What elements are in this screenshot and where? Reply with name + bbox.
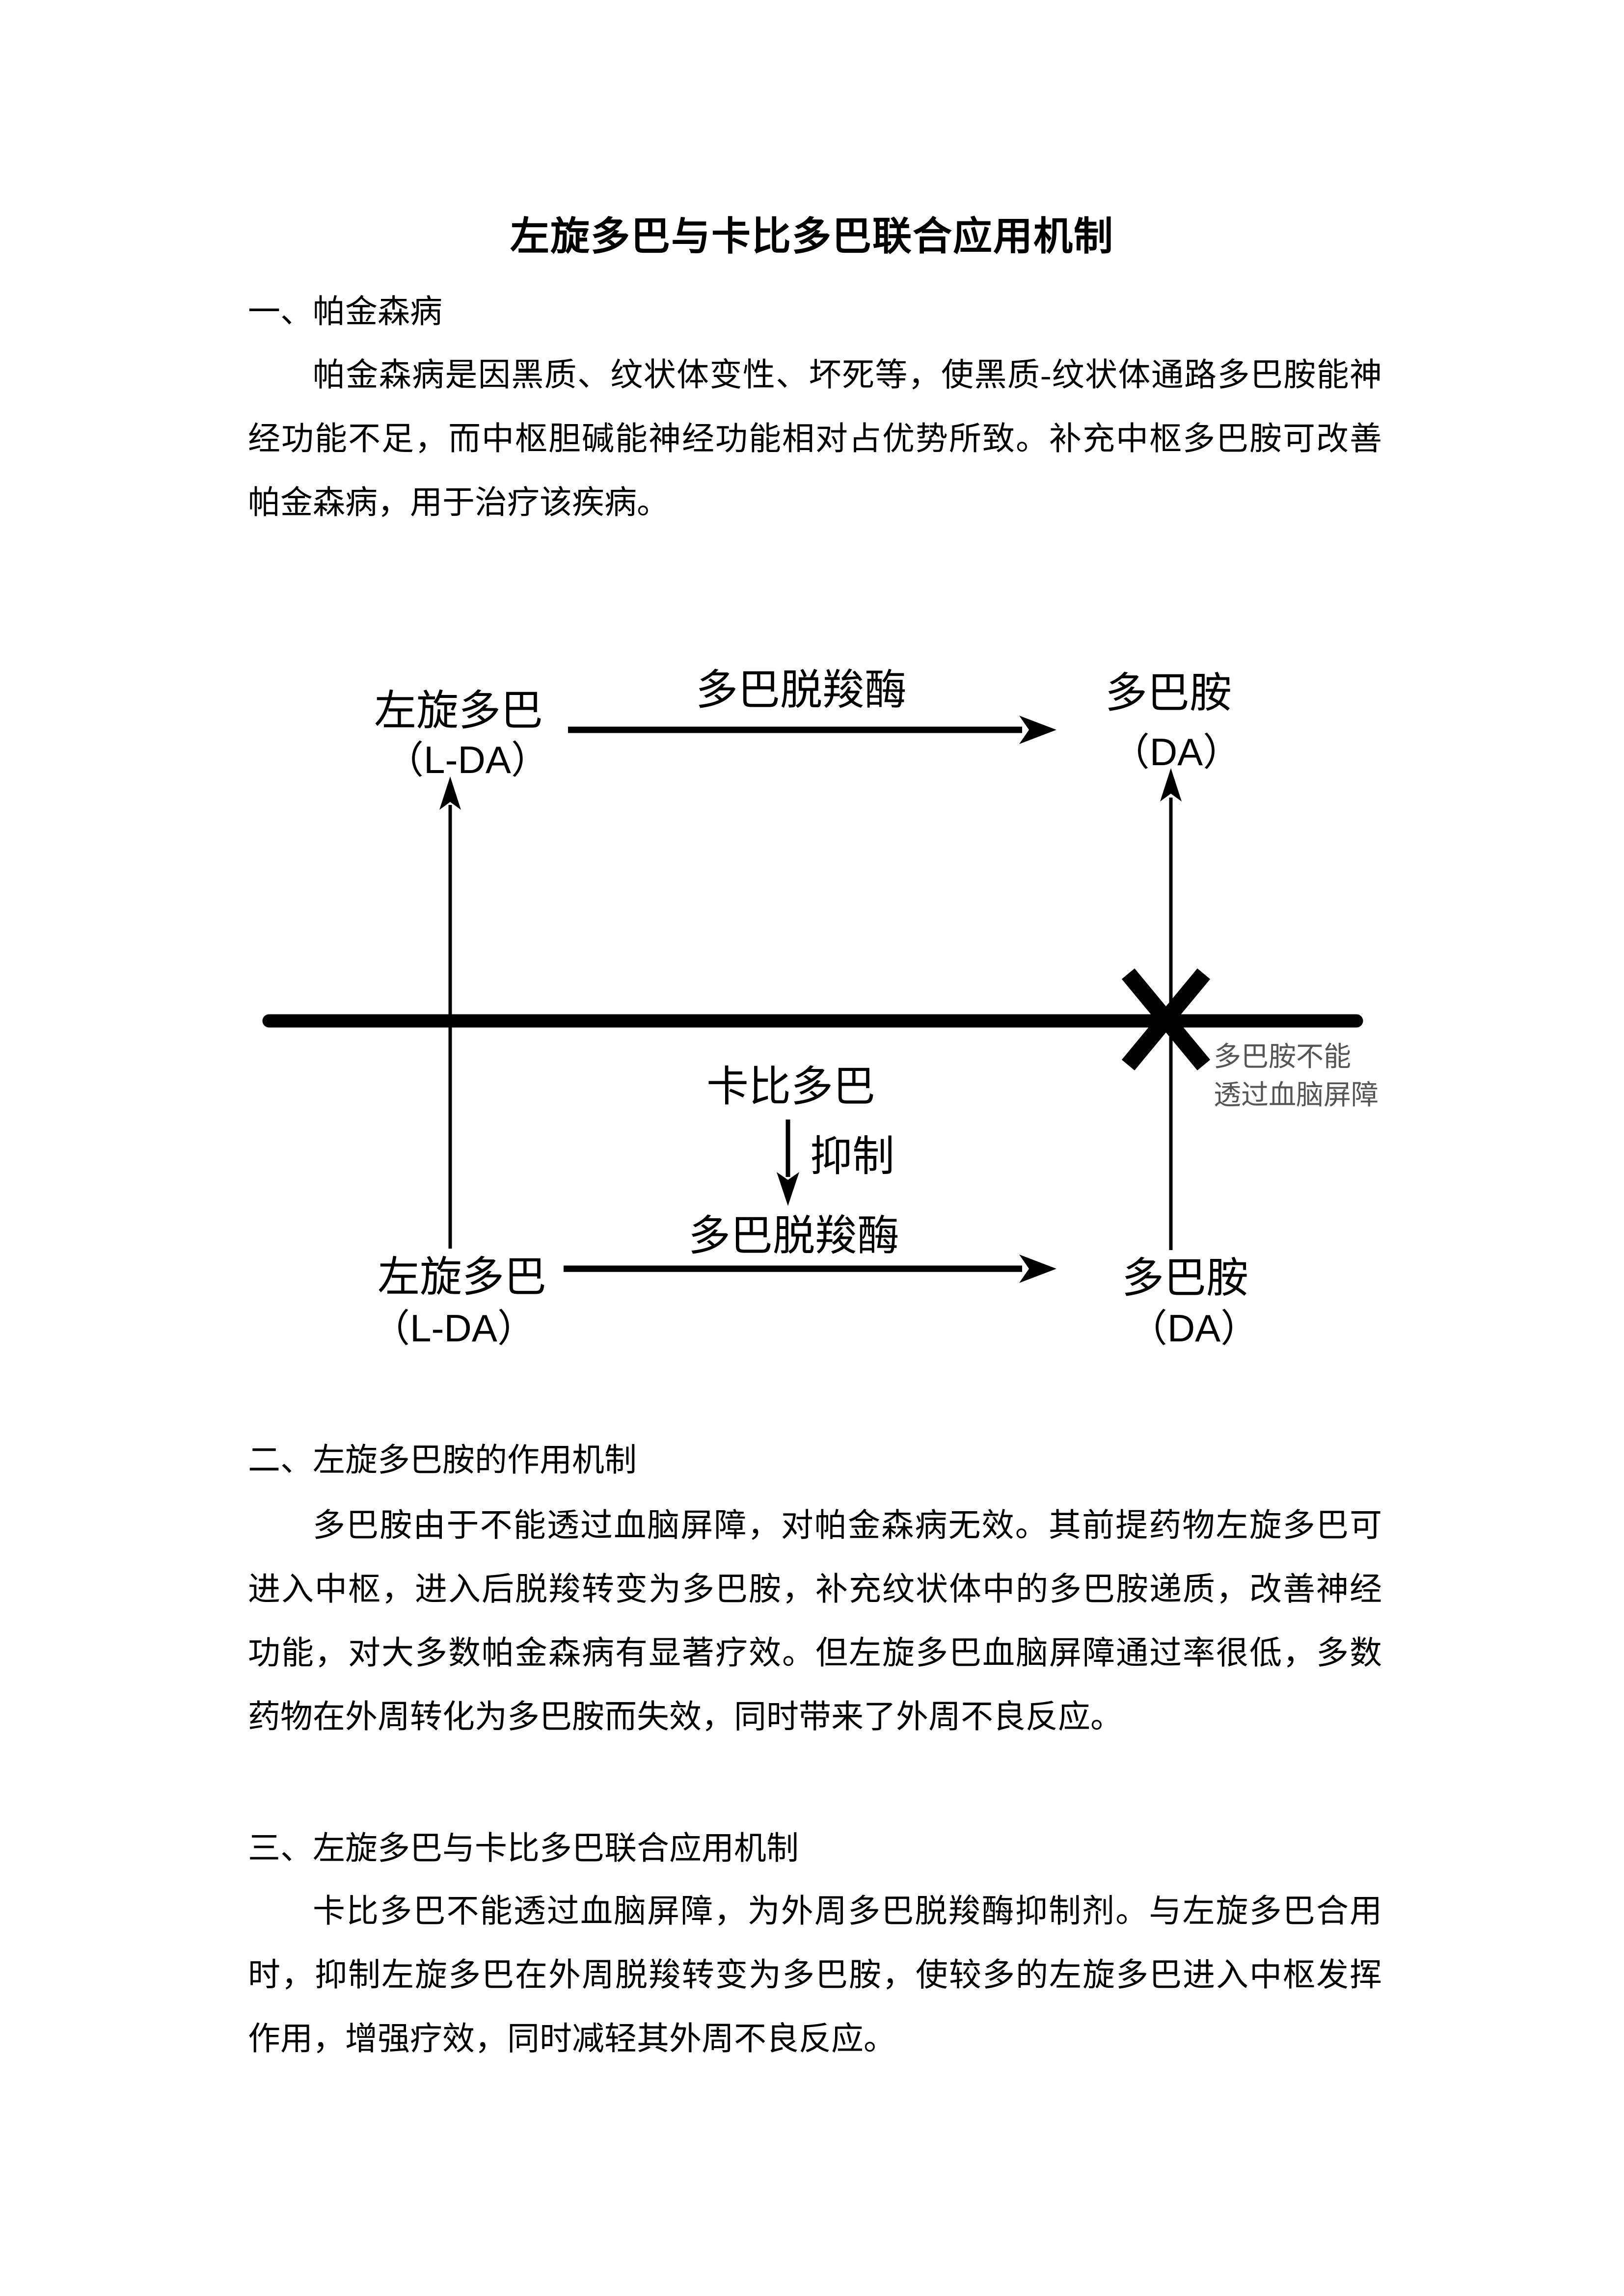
section-heading-3: 三、左旋多巴与卡比多巴联合应用机制 [248,1831,799,1867]
label-da-abbr-bottom: （DA） [1129,1307,1259,1350]
section-heading-2: 二、左旋多巴胺的作用机制 [248,1442,637,1478]
paragraph-line: 帕金森病，用于治疗该疾病。 [248,485,669,521]
label-carbidopa: 卡比多巴 [706,1063,875,1110]
label-lda-abbr-bottom: （L-DA） [372,1307,536,1350]
paragraph-line: 作用，增强疗效，同时减轻其外周不良反应。 [248,2021,896,2057]
paragraph-line: 卡比多巴不能透过血脑屏障，为外周多巴脱羧酶抑制剂。与左旋多巴合用 [313,1894,1382,1929]
paragraph-line: 经功能不足，而中枢胆碱能神经功能相对占优势所致。补充中枢多巴胺可改善 [248,421,1382,457]
label-da-abbr-top: （DA） [1111,730,1242,774]
ldopa-crossing-arrow-head [439,776,461,810]
block-x-stroke-2 [1121,968,1211,1070]
label-decarboxylase-top: 多巴脱羧酶 [696,667,907,714]
section-heading-1: 一、帕金森病 [248,294,442,330]
page-title: 左旋多巴与卡比多巴联合应用机制 [510,215,1114,259]
label-lda-abbr-top: （L-DA） [385,738,549,781]
paragraph-line: 多巴胺由于不能透过血脑屏障，对帕金森病无效。其前提药物左旋多巴可 [313,1508,1382,1544]
label-dopamine-bottom: 多巴胺 [1122,1255,1248,1302]
paragraph-3: 卡比多巴不能透过血脑屏障，为外周多巴脱羧酶抑制剂。与左旋多巴合用 时，抑制左旋多… [248,1880,1382,2071]
label-decarboxylase-bottom: 多巴脱羧酶 [688,1212,899,1259]
label-levodopa-top: 左旋多巴 [374,687,543,734]
paragraph-2: 多巴胺由于不能透过血脑屏障，对帕金森病无效。其前提药物左旋多巴可 进入中枢，进入… [248,1494,1382,1749]
inhibit-arrow-head [777,1172,799,1206]
paragraph-line: 帕金森病是因黑质、纹状体变性、坏死等，使黑质-纹状体通路多巴胺能神 [313,357,1382,393]
paragraph-line: 时，抑制左旋多巴在外周脱羧转变为多巴胺，使较多的左旋多巴进入中枢发挥 [248,1957,1382,1993]
dopamine-crossing-arrow-head [1160,768,1182,801]
paragraph-line: 功能，对大多数帕金森病有显著疗效。但左旋多巴血脑屏障通过率很低，多数 [248,1635,1382,1671]
reaction-arrow-bottom-head [1019,1255,1056,1283]
paragraph-line: 药物在外周转化为多巴胺而失效，同时带来了外周不良反应。 [248,1699,1123,1735]
paragraph-1: 帕金森病是因黑质、纹状体变性、坏死等，使黑质-纹状体通路多巴胺能神 经功能不足，… [248,344,1382,535]
barrier-note-line-2: 透过血脑屏障 [1214,1079,1379,1110]
label-levodopa-bottom: 左旋多巴 [378,1254,546,1301]
barrier-note-line-1: 多巴胺不能 [1214,1041,1351,1072]
label-inhibit: 抑制 [810,1133,894,1180]
label-dopamine-top: 多巴胺 [1105,669,1232,717]
paragraph-line: 进入中枢，进入后脱羧转变为多巴胺，补充纹状体中的多巴胺递质，改善神经 [248,1572,1382,1607]
reaction-arrow-top-head [1019,716,1056,744]
